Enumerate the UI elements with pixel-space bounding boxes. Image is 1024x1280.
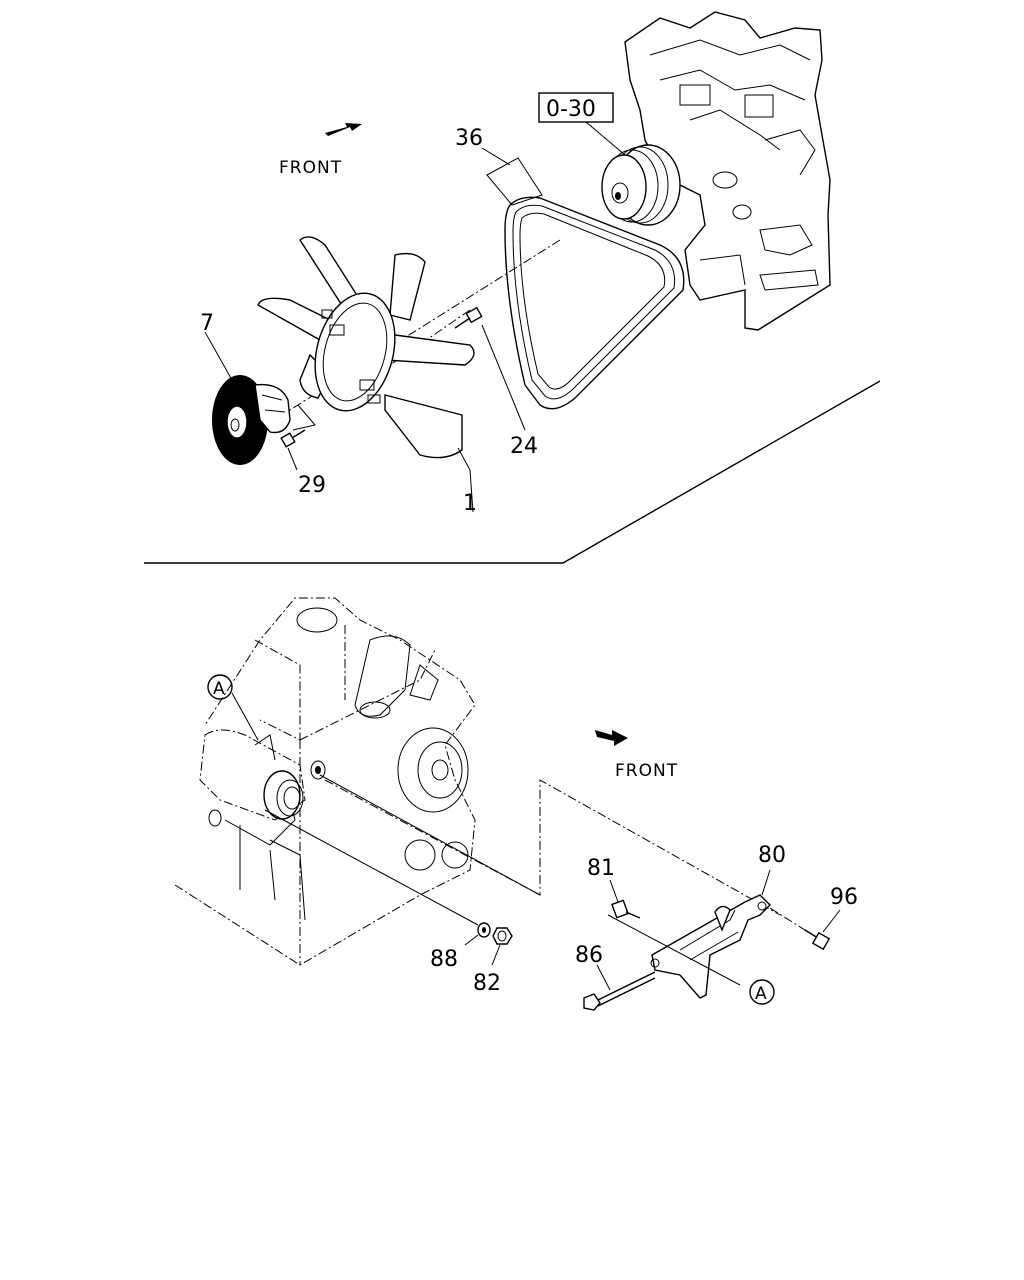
fan-clutch bbox=[212, 375, 291, 465]
callout-82: 82 bbox=[473, 971, 501, 996]
ref-circle-a-lower bbox=[749, 979, 775, 1005]
bracket-80 bbox=[650, 894, 771, 999]
nut-82 bbox=[492, 927, 513, 945]
front-label-lower: FRONT bbox=[615, 761, 678, 781]
belt-leader bbox=[486, 157, 543, 206]
bolt-29 bbox=[280, 429, 306, 448]
callout-24: 24 bbox=[510, 434, 538, 459]
front-arrow-icon bbox=[325, 123, 362, 136]
reference-box bbox=[538, 92, 614, 123]
bolt-86 bbox=[583, 971, 656, 1011]
callout-96: 96 bbox=[830, 885, 858, 910]
lower-section: A 88 82 FRONT bbox=[174, 597, 858, 1011]
callout-88: 88 bbox=[430, 947, 458, 972]
ref-circle-a-upper bbox=[207, 674, 233, 700]
callout-7: 7 bbox=[200, 311, 214, 336]
bolt-24 bbox=[454, 306, 483, 329]
section-divider bbox=[144, 380, 881, 564]
cooling-fan bbox=[257, 236, 475, 459]
bolt-81 bbox=[611, 899, 641, 919]
front-label-upper: FRONT bbox=[279, 158, 342, 178]
alternator bbox=[199, 729, 306, 821]
crank-pulley bbox=[601, 144, 681, 226]
ref-circle-a-upper-label: A bbox=[213, 679, 225, 699]
callout-29: 29 bbox=[298, 473, 326, 498]
upper-section: FRONT 0-30 bbox=[144, 11, 881, 564]
reference-leader bbox=[585, 121, 626, 156]
callout-36: 36 bbox=[455, 126, 483, 151]
ref-circle-a-lower-label: A bbox=[755, 984, 767, 1004]
stud-hole bbox=[310, 760, 326, 780]
front-arrow-lower-icon bbox=[595, 730, 628, 746]
callout-86: 86 bbox=[575, 943, 603, 968]
callout-81: 81 bbox=[587, 856, 615, 881]
callout-80: 80 bbox=[758, 843, 786, 868]
engine-block-lower bbox=[174, 597, 476, 966]
reference-box-label: 0-30 bbox=[546, 97, 596, 122]
callout-1: 1 bbox=[463, 491, 477, 516]
bolt-96 bbox=[804, 929, 831, 951]
v-belt bbox=[504, 196, 685, 410]
